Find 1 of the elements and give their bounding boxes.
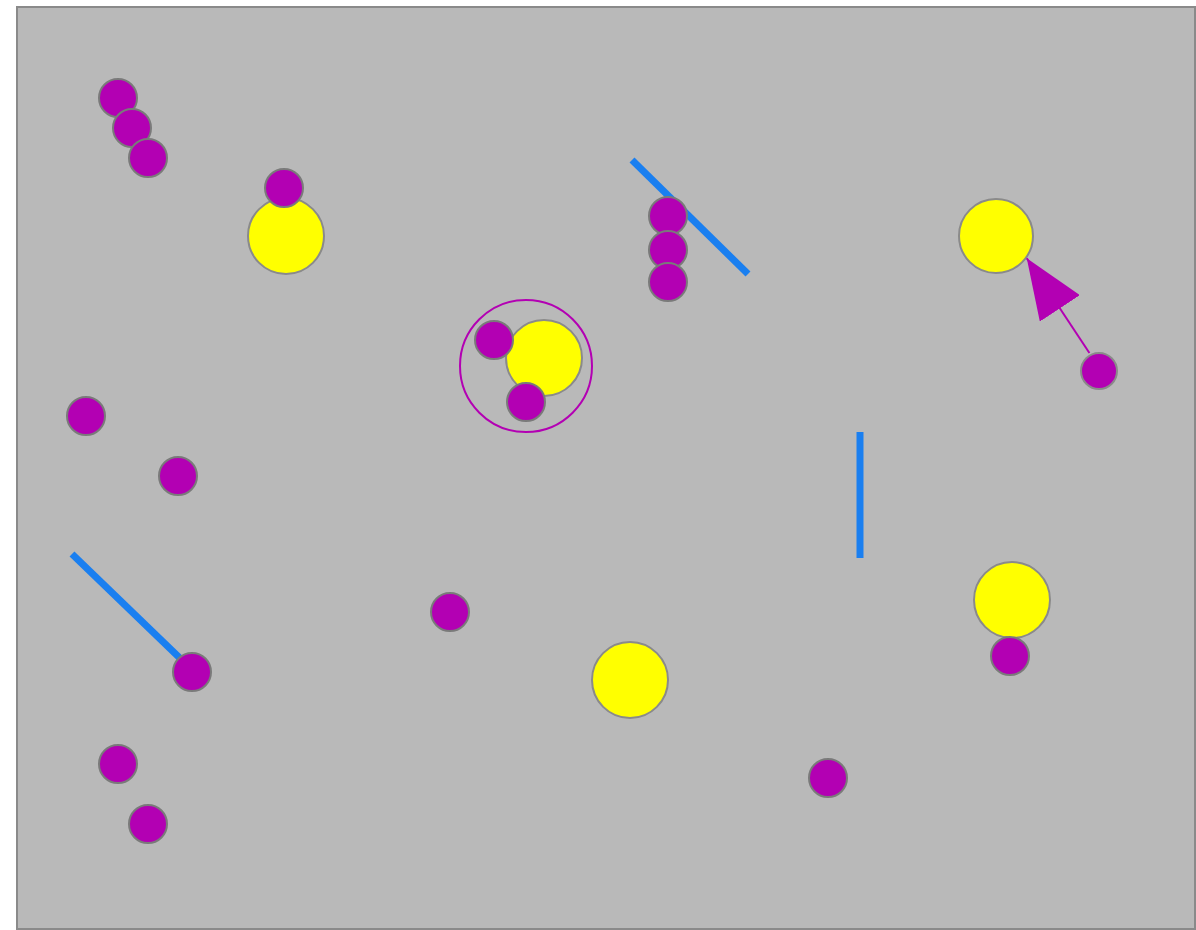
arrow <box>1025 257 1091 355</box>
